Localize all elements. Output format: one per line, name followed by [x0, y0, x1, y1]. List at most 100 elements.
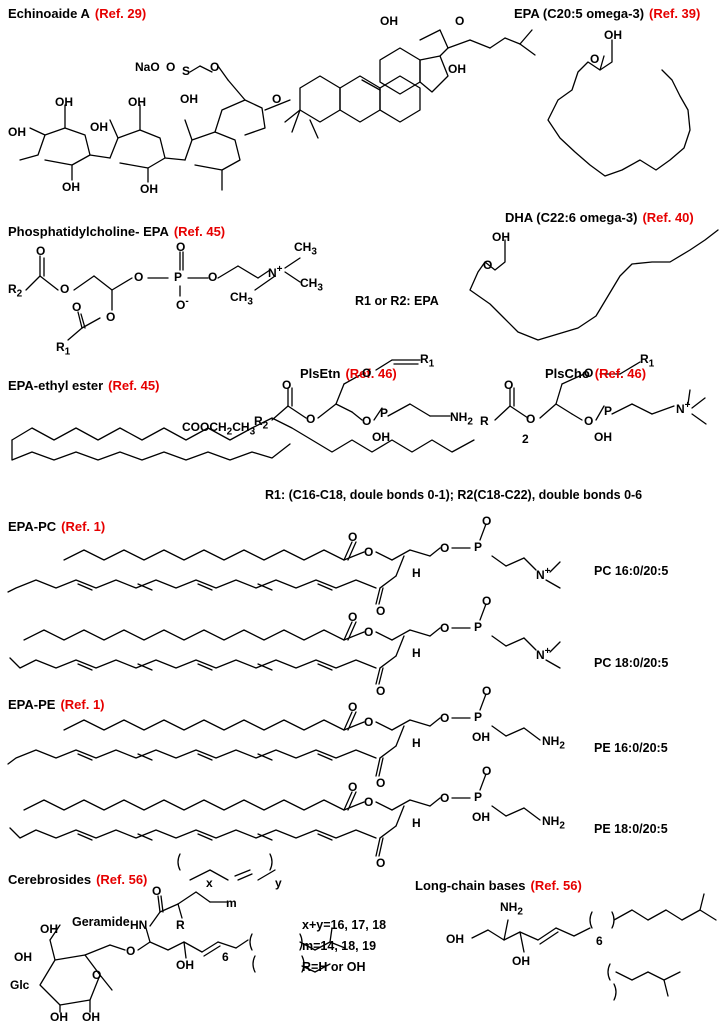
section-title-epa-ethyl-ester: EPA-ethyl ester(Ref. 45) [8, 378, 160, 393]
note-xy: x+y=16, 17, 18 [302, 918, 387, 932]
epa-structure [547, 39, 691, 177]
atom-nh2-pe1: NH2 [542, 734, 565, 752]
atom-oh-sugar: OH [180, 92, 198, 106]
echinoaide-sugar-chain [19, 65, 291, 191]
atom-h-pc1: H [412, 566, 421, 580]
label-pe-18-0-20-5: PE 18:0/20:5 [594, 822, 668, 836]
atom-r-plscho: R [480, 414, 489, 428]
atom-o-pc2-sn2: O [376, 684, 386, 698]
atom-oh-epa: OH [604, 28, 622, 42]
cerebroside-structure [39, 853, 346, 1013]
epa-pc-18-structure [9, 603, 561, 685]
atom-o-glycosidic: O [126, 944, 136, 958]
atom-x: x [206, 876, 213, 890]
atom-o-carbonyl-1: O [36, 244, 46, 258]
atom-h-pe2: H [412, 816, 421, 830]
atom-s: S [182, 64, 191, 78]
atom-o-plscho-carbonyl: O [504, 378, 514, 392]
atom-oh-pe2: OH [472, 810, 490, 824]
atom-nh2-pe2: NH2 [542, 814, 565, 832]
atom-p-pc: P [174, 270, 183, 284]
atom-o-sulfate: O [166, 60, 176, 74]
atom-oh-2: OH [128, 95, 146, 109]
atom-six-ceramide: 6 [222, 950, 229, 964]
label-pc-16-0-20-5: PC 16:0/20:5 [594, 564, 669, 578]
note-chain-definitions: R1: (C16-C18, doule bonds 0-1); R2(C18-C… [265, 488, 643, 502]
atom-h-pc2: H [412, 646, 421, 660]
atom-o-carbonyl-2: O [72, 300, 82, 314]
atom-m: m [226, 896, 237, 910]
atom-r-ceramide: R [176, 918, 185, 932]
atom-n-plus-pc2: N+ [536, 646, 551, 662]
atom-nao: NaO [135, 60, 160, 74]
atom-oh-lcb-2: OH [512, 954, 530, 968]
atom-o-pe1-po: O [482, 684, 492, 698]
atom-oh-5: OH [62, 180, 80, 194]
epa-pe-16-structure [7, 693, 541, 777]
atom-glc: Glc [10, 978, 30, 992]
atom-two-plscho: 2 [522, 432, 529, 446]
note-m: m=14, 18, 19 [302, 939, 377, 953]
plscho-structure [494, 361, 707, 425]
atom-oh-pe1: OH [472, 730, 490, 744]
section-title-dha: DHA (C22:6 omega-3)(Ref. 40) [505, 210, 694, 225]
atom-o-phosphate-3: O [208, 270, 218, 284]
atom-o-pc1-po: O [482, 514, 492, 528]
atom-h3c: CH3 [230, 290, 253, 308]
atom-h-pe1: H [412, 736, 421, 750]
atom-o-pe2-po: O [482, 764, 492, 778]
long-chain-base-structure [471, 893, 717, 1001]
section-title-epa-pc: EPA-PC(Ref. 1) [8, 519, 106, 534]
atom-o-ester-1: O [60, 282, 70, 296]
atom-o-minus: O- [176, 296, 189, 312]
atom-o-pe2-phos: O [440, 791, 450, 805]
atom-o-pc1-carbonyl: O [348, 530, 358, 544]
atom-oh-glc-1: OH [40, 922, 58, 936]
section-title-pc-epa: Phosphatidylcholine- EPA(Ref. 45) [8, 224, 226, 239]
atom-p-plscho: P [604, 404, 613, 418]
label-pc-18-0-20-5: PC 18:0/20:5 [594, 656, 669, 670]
atom-nh2-plsetn: NH2 [450, 410, 473, 428]
atom-o-aglycone: O [272, 92, 282, 106]
atom-oh-plsetn: OH [372, 430, 390, 444]
atom-o-pc1-ester: O [364, 545, 374, 559]
note-r1-r2-epa: R1 or R2: EPA [355, 294, 439, 308]
epa-pc-16-structure [7, 523, 561, 605]
atom-p-pc1: P [474, 540, 483, 554]
atom-oh-3: OH [8, 125, 26, 139]
atom-n-plus-pc1: N+ [536, 566, 551, 582]
atom-cooch2ch3: COOCH2CH3 [182, 420, 256, 438]
atom-oh-1: OH [55, 95, 73, 109]
atom-n-plus-plscho: N+ [676, 400, 691, 416]
note-r: R=H or OH [302, 960, 366, 974]
atom-o-ester-2: O [106, 310, 116, 324]
atom-o-phosphate-2: O [176, 240, 186, 254]
atom-oh-dha: OH [492, 230, 510, 244]
section-title-cerebrosides: Cerebrosides(Ref. 56) [8, 872, 148, 887]
atom-o-plscho-phos: O [584, 414, 594, 428]
atom-r1-pc: R1 [56, 340, 71, 358]
atom-o-amide: O [152, 884, 162, 898]
atom-y: y [275, 876, 282, 890]
atom-oh-glc-2: OH [14, 950, 32, 964]
atom-oh-lcb-1: OH [446, 932, 464, 946]
atom-o-phosphate-1: O [134, 270, 144, 284]
atom-o-plsetn-ester: O [306, 412, 316, 426]
atom-oh-steroid: OH [380, 14, 398, 28]
atom-o-pe1-sn2: O [376, 776, 386, 790]
atom-ch3-2: CH3 [300, 276, 323, 294]
atom-o-dha: O [483, 258, 493, 272]
atom-o-pc2-ester: O [364, 625, 374, 639]
atom-o-pc1-phos: O [440, 541, 450, 555]
atom-p-pe1: P [474, 710, 483, 724]
atom-o-pc2-carbonyl: O [348, 610, 358, 624]
atom-oh-4: OH [90, 120, 108, 134]
atom-oh-ceramide: OH [176, 958, 194, 972]
atom-o-plscho-ether: O [584, 366, 594, 380]
atom-hn: HN [130, 918, 148, 932]
atom-o-lactone: O [455, 14, 465, 28]
section-title-long-chain-bases: Long-chain bases(Ref. 56) [415, 878, 582, 893]
dha-structure [469, 229, 719, 341]
atom-oh-ring: OH [448, 62, 466, 76]
